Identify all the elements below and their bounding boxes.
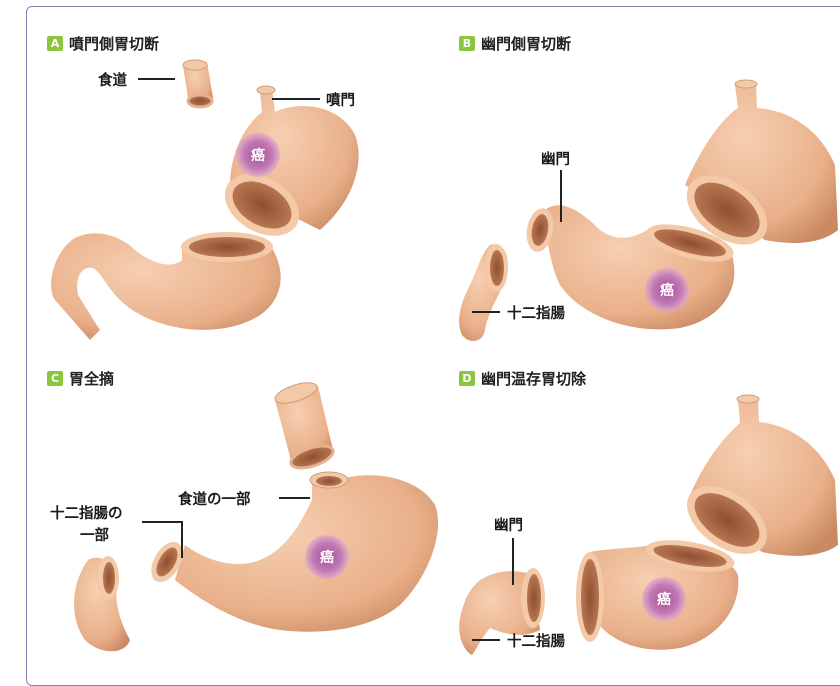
panel-a-upper-stomach (214, 86, 359, 248)
panel-a-badge: A (47, 36, 63, 51)
panel-d-duodenum-label: 十二指腸 (507, 630, 565, 651)
panel-c-esophagus-segment (273, 379, 336, 473)
panel-d-badge: D (459, 371, 475, 386)
panel-d-cancer-label: 癌 (657, 591, 671, 608)
panel-c-duodenum-part-label-line1: 十二指腸の (50, 502, 123, 523)
panel-c-badge: C (47, 371, 63, 386)
panel-a-lower-stomach (51, 232, 281, 340)
panel-c-esophagus-part-label: 食道の一部 (178, 488, 251, 509)
panel-c-duodenum-segment (74, 556, 130, 651)
panel-b-title-text: 幽門側胃切断 (481, 33, 571, 54)
panel-a-esophagus-segment (183, 60, 213, 107)
panel-a-cardia-label: 噴門 (326, 89, 355, 110)
panel-d-title-text: 幽門温存胃切除 (481, 368, 586, 389)
panel-b-pylorus-label: 幽門 (541, 148, 570, 169)
panel-c-title-text: 胃全摘 (69, 368, 114, 389)
panel-a-esophagus-label: 食道 (98, 69, 127, 90)
panel-a-title-text: 噴門側胃切断 (69, 33, 159, 54)
panel-a-cancer-label: 癌 (251, 147, 265, 164)
panel-b-duodenum-label: 十二指腸 (507, 302, 565, 323)
panel-b-badge: B (459, 36, 475, 51)
panel-c-cancer-label: 癌 (320, 549, 334, 566)
panel-c-title: C 胃全摘 (47, 368, 114, 389)
panel-d-upper-stomach (675, 395, 838, 568)
panel-d-pylorus-label: 幽門 (494, 514, 523, 535)
panel-a-title: A 噴門側胃切断 (47, 33, 159, 54)
panel-c-duodenum-part-label-line2: 一部 (80, 524, 109, 545)
panel-b-title: B 幽門側胃切断 (459, 33, 571, 54)
panel-b-cancer-label: 癌 (660, 282, 674, 299)
panel-d-title: D 幽門温存胃切除 (459, 368, 586, 389)
panel-b-duodenum-segment (459, 244, 508, 341)
